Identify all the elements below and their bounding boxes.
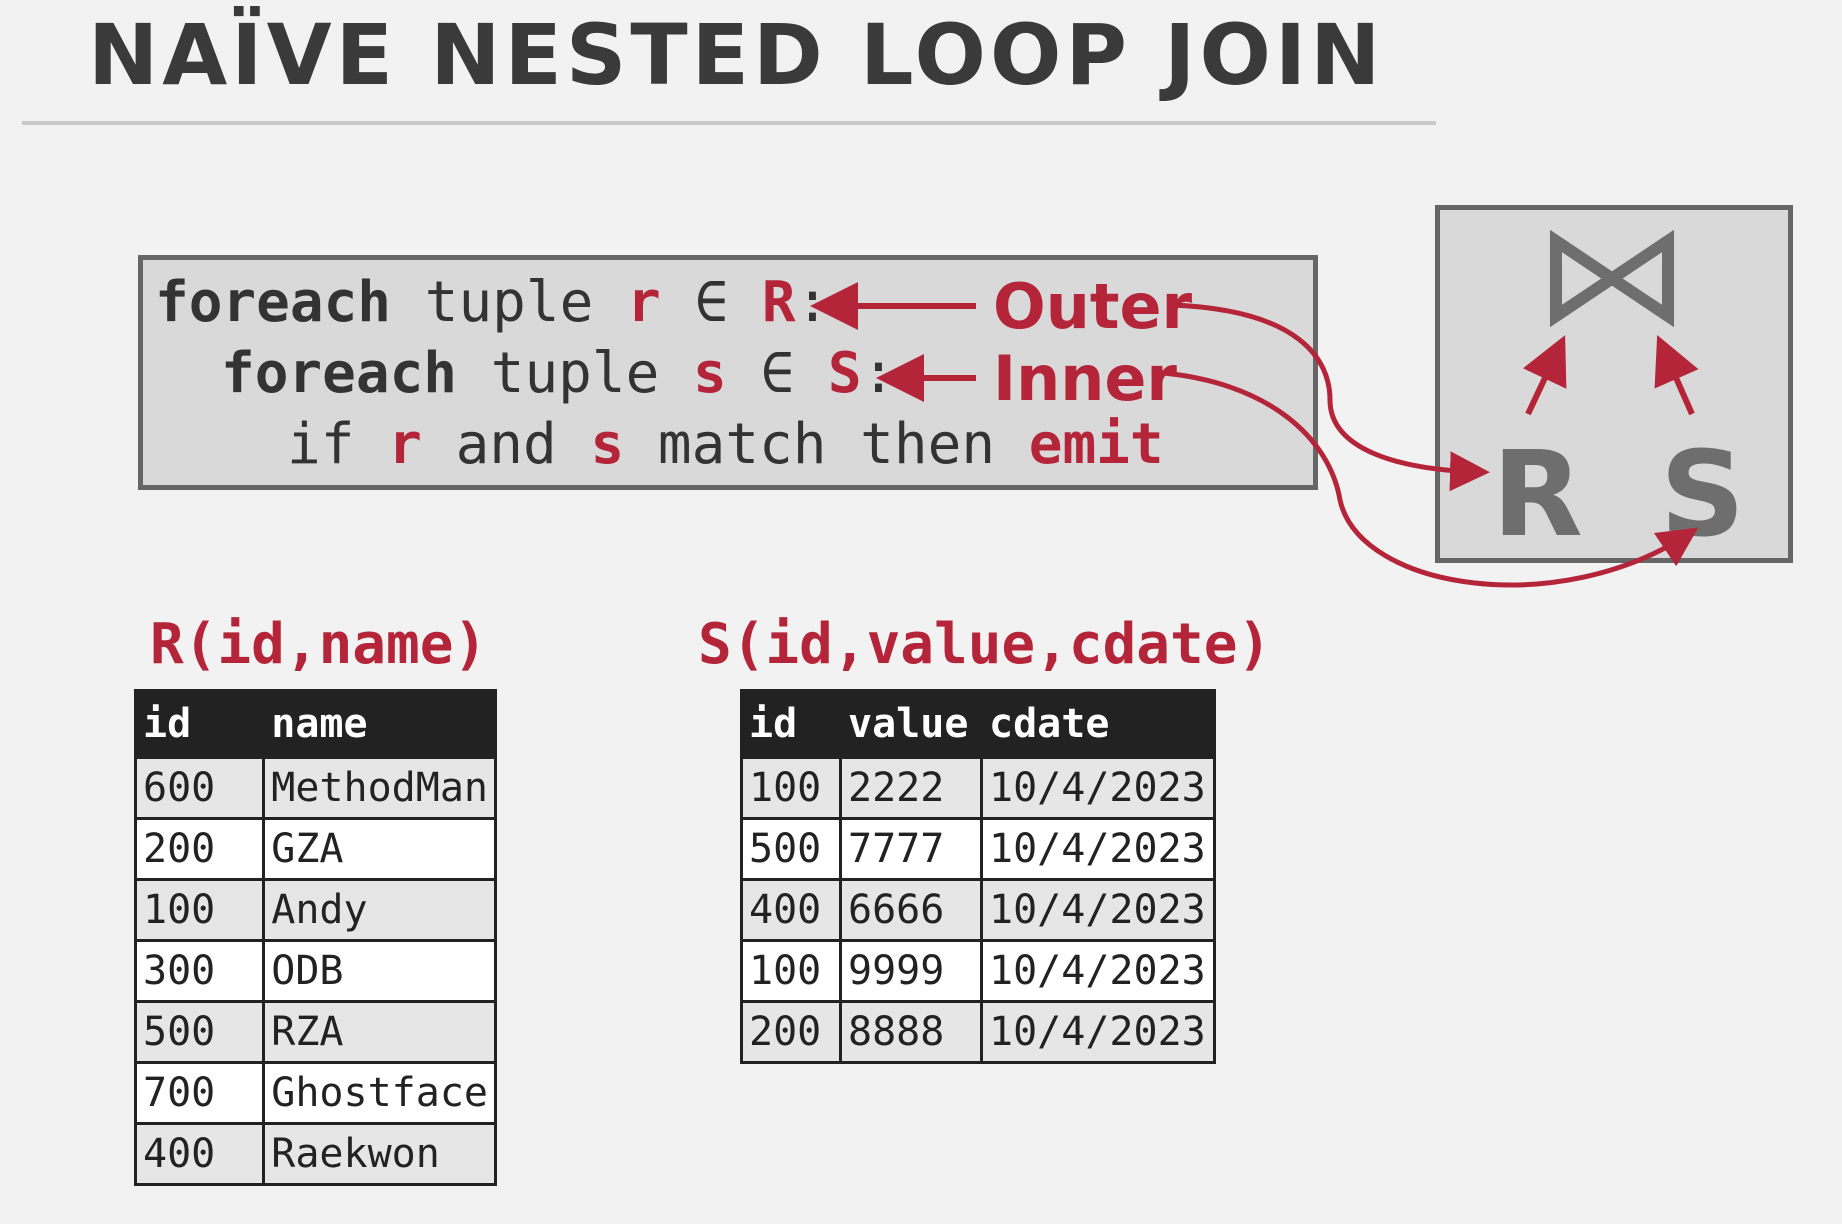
table-cell: 200 [740,1000,842,1064]
table-cell: ODB [262,939,497,1003]
code-rel-s: S [827,341,862,406]
inner-curve-arrow [1151,369,1699,588]
outer-label: Outer [993,270,1193,343]
code-var-r: r [627,270,661,335]
table-cell: 600 [133,756,266,820]
table-cell: 10/4/2023 [980,756,1216,820]
column-header: id [133,689,266,759]
table-cell: 10/4/2023 [980,1000,1216,1064]
code-keyword: foreach [155,270,392,335]
table-cell: 300 [133,939,266,1003]
table-cell: Andy [262,878,497,942]
code-line-inner: foreach tuple s ∈ S: [221,341,896,406]
table-cell: 6666 [839,878,983,942]
table-cell: 8888 [839,1000,983,1064]
arrow-r-to-join [1522,335,1567,416]
join-tree-box: R S [1435,205,1793,563]
table-cell: 100 [133,878,266,942]
table-cell: 10/4/2023 [980,939,1216,1003]
code-var-r: r [388,412,422,477]
table-cell: 10/4/2023 [980,817,1216,881]
table-r-schema: R(id,name) [150,612,488,677]
table-cell: 7777 [839,817,983,881]
table-s-schema: S(id,value,cdate) [698,612,1272,677]
column-header: value [839,689,983,759]
arrow-s-to-join [1654,335,1699,416]
inner-label: Inner [993,342,1177,415]
column-header: cdate [980,689,1216,759]
join-left-relation: R [1492,425,1583,563]
code-emit: emit [1028,412,1164,477]
code-rel-r: R [761,270,796,335]
table-cell: 100 [740,756,842,820]
table-cell: MethodMan [262,756,497,820]
code-var-s: s [693,341,727,406]
table-cell: 400 [133,1122,266,1186]
table-cell: 100 [740,939,842,1003]
page-title: NAÏVE NESTED LOOP JOIN [88,6,1385,104]
table-cell: 9999 [839,939,983,1003]
code-var-s: s [590,412,625,477]
table-cell: 200 [133,817,266,881]
bowtie-join-icon [1550,229,1674,328]
table-cell: GZA [262,817,497,881]
column-header: id [740,689,842,759]
table-cell: RZA [262,1000,497,1064]
table-cell: Raekwon [262,1122,497,1186]
code-keyword: foreach [221,341,458,406]
code-line-if: if r and s match then emit [287,412,1164,477]
table-cell: 10/4/2023 [980,878,1216,942]
table-cell: 500 [133,1000,266,1064]
title-divider [22,121,1436,125]
table-cell: Ghostface [262,1061,497,1125]
column-header: name [262,689,497,759]
table-cell: 400 [740,878,842,942]
table-cell: 500 [740,817,842,881]
pseudocode-box: foreach tuple r ∈ R: foreach tuple s ∈ S… [138,255,1318,490]
outer-curve-arrow [1171,302,1490,492]
table-cell: 700 [133,1061,266,1125]
table-cell: 2222 [839,756,983,820]
